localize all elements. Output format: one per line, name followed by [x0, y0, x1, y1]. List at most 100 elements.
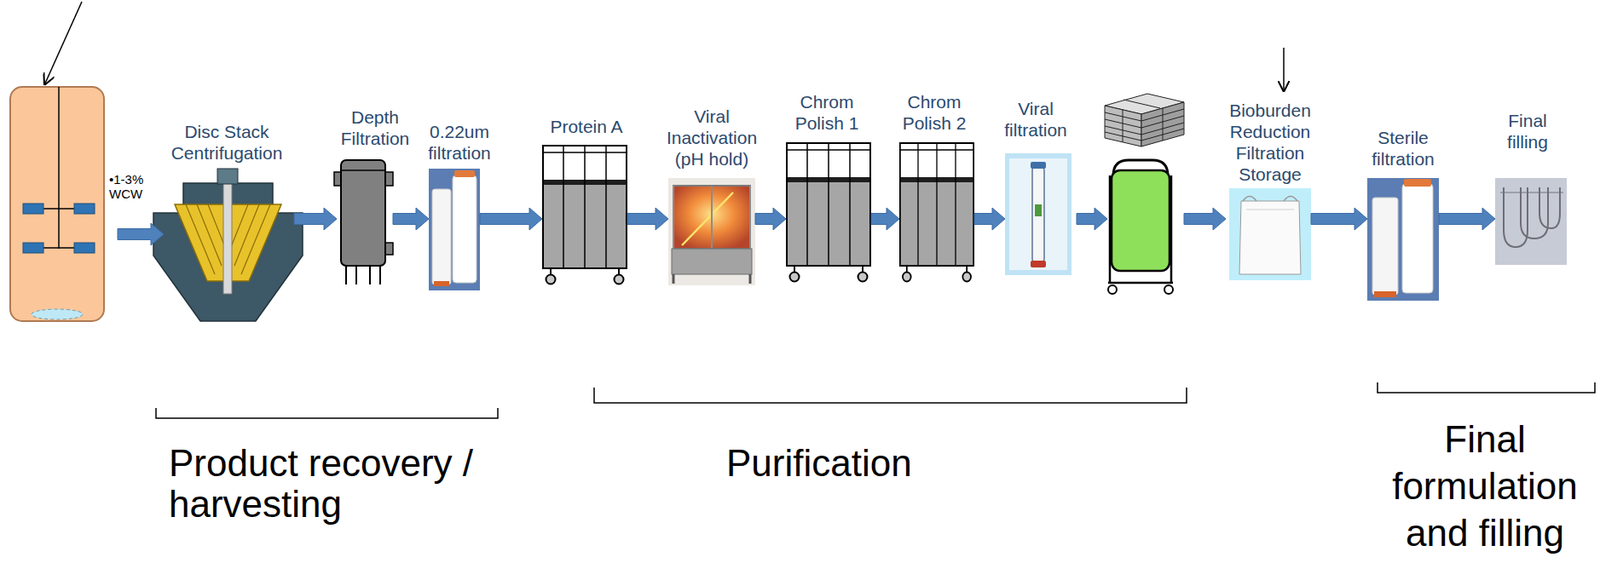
- flow-arrow: [1184, 207, 1226, 231]
- chromatography-column: [786, 143, 871, 283]
- bioreactor: [42, 207, 75, 210]
- stage-caption: Final formulation and filling: [1374, 415, 1596, 557]
- flow-arrow: [294, 207, 337, 231]
- bag-cart: [1108, 160, 1173, 295]
- label-stack: Bioburden Reduction Filtration Storage: [1223, 99, 1317, 185]
- tray-stack: [1104, 93, 1185, 147]
- virus-filter: [1030, 260, 1046, 268]
- label-stack: Chrom Polish 2: [893, 91, 976, 134]
- sterile-filter: [1367, 178, 1439, 301]
- process-step: Final filling: [1495, 178, 1567, 266]
- filling-tubing: [1495, 178, 1567, 266]
- depth-filter: [385, 242, 393, 255]
- bioreactor: [10, 86, 104, 322]
- process-step: 0.22um filtration: [428, 168, 480, 291]
- storage-bag: [1229, 188, 1312, 281]
- depth-filter: [340, 160, 386, 266]
- sterile-filter: [1374, 291, 1397, 298]
- label-stack: Viral filtration: [993, 98, 1079, 141]
- flow-arrow: [627, 207, 669, 231]
- feed-line: [44, 1, 82, 86]
- stage-bracket: [155, 408, 498, 419]
- process-step: Depth Filtration: [336, 153, 393, 286]
- bag-cart: [1164, 285, 1173, 295]
- flow-arrow: [1076, 207, 1108, 231]
- step-label: Viral Inactivation (pH hold): [659, 105, 764, 170]
- flow-arrow: [392, 207, 429, 231]
- storage-bag: [1242, 196, 1298, 203]
- step-label: Sterile filtration: [1360, 127, 1446, 170]
- bag-cart: [1108, 175, 1173, 284]
- step-label: Chrom Polish 2: [893, 91, 976, 134]
- inactivation-tote: [671, 248, 752, 275]
- cartridge-filter: [433, 281, 450, 287]
- flow-note: •1-3% WCW: [109, 172, 157, 202]
- bag-cart: [1111, 170, 1170, 272]
- bioreactor: [31, 309, 83, 320]
- depth-filter: [385, 172, 393, 186]
- process-step: Chrom Polish 1: [785, 138, 872, 286]
- virus-filter: [1032, 167, 1045, 263]
- storage-bag: [1239, 201, 1301, 275]
- centrifuge: [223, 174, 232, 295]
- label-stack: 0.22um filtration: [412, 121, 507, 164]
- flow-arrow: [871, 207, 900, 231]
- bioreactor: [23, 203, 44, 214]
- virus-filter: [1009, 158, 1068, 271]
- centrifuge: [153, 168, 303, 322]
- chromatography-column: [900, 143, 974, 283]
- centrifuge: [217, 168, 238, 185]
- inactivation-tote: [668, 178, 756, 286]
- filling-tubing: [1503, 187, 1560, 248]
- bioreactor: [57, 86, 60, 249]
- sterile-filter: [1402, 184, 1433, 294]
- label-stack: Depth Filtration: [328, 106, 422, 150]
- flow-arrow: [755, 207, 786, 231]
- step-label: Viral filtration: [993, 98, 1079, 141]
- inactivation-tote: [673, 185, 751, 249]
- bioreactor: [74, 203, 95, 214]
- bioreactor: [74, 242, 95, 254]
- sterile-filter: [1367, 178, 1439, 301]
- label-stack: Final filling: [1493, 109, 1562, 153]
- cartridge-filter: [452, 175, 477, 284]
- stage-caption: Purification: [726, 443, 1000, 485]
- filling-tubing: [1495, 178, 1567, 266]
- step-label: Chrom Polish 1: [785, 91, 868, 134]
- label-stack: Disc Stack Centrifugation: [158, 121, 295, 164]
- label-stack: Chrom Polish 1: [785, 91, 868, 134]
- flow-arrow: [1438, 207, 1496, 231]
- stage-bracket: [594, 387, 1187, 404]
- virus-filter: [1005, 153, 1072, 276]
- sterile-filter: [1372, 197, 1398, 295]
- process-step: Sterile filtration: [1367, 178, 1439, 301]
- step-label: Final filling: [1493, 109, 1562, 153]
- filling-tubing: [1500, 191, 1564, 194]
- process-step: Chrom Polish 2: [899, 138, 975, 286]
- process-step: Viral filtration: [1005, 153, 1072, 276]
- step-label: Disc Stack Centrifugation: [158, 121, 295, 164]
- depth-filter: [334, 172, 341, 186]
- flow-arrow: [117, 223, 164, 246]
- bioreactor: [42, 247, 75, 249]
- label-stack: Protein A: [531, 115, 642, 138]
- process-step: Disc Stack Centrifugation: [148, 166, 295, 322]
- step-label: Bioburden Reduction Filtration Storage: [1223, 99, 1317, 185]
- inactivation-tote: [668, 178, 756, 286]
- bag-cart: [1108, 285, 1117, 295]
- virus-filter: [1034, 204, 1042, 217]
- stage-bracket: [155, 382, 1595, 419]
- depth-filter: [346, 265, 381, 285]
- bioreactor: [10, 86, 104, 322]
- inactivation-tote: [681, 192, 734, 246]
- depth-filter: [340, 169, 386, 172]
- tray-stack: [1104, 99, 1185, 143]
- flow-arrow: [974, 207, 1006, 231]
- step-label: 0.22um filtration: [412, 121, 507, 164]
- stage-caption: Product recovery / harvesting: [168, 443, 527, 526]
- chromatography-column: [542, 143, 974, 285]
- process-step: Viral Inactivation (pH hold): [668, 178, 756, 286]
- sterile-filter: [1403, 179, 1432, 187]
- virus-filter: [1030, 161, 1046, 169]
- bioreactor: [23, 242, 44, 254]
